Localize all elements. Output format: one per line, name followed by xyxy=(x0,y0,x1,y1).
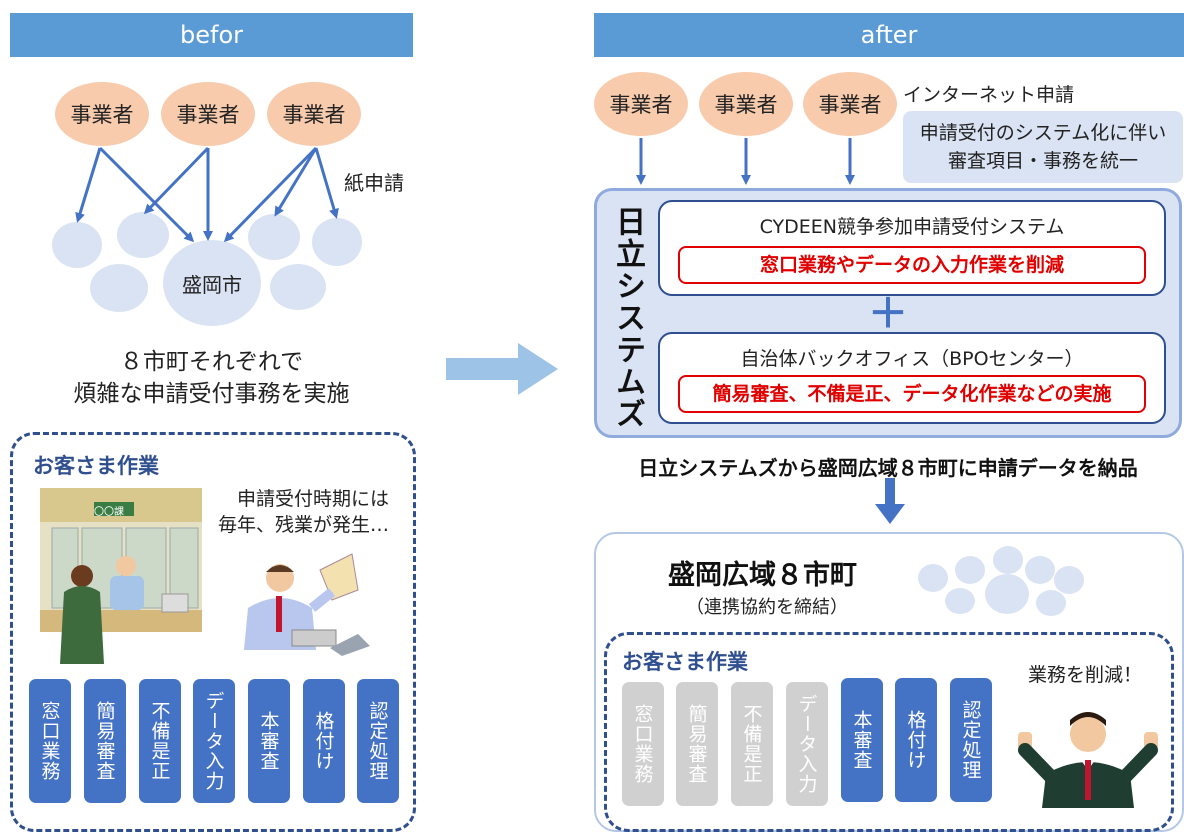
before-task-certification: 認定処理 xyxy=(357,679,399,803)
morioka-region-title: 盛岡広域８市町 xyxy=(668,560,857,591)
before-task-rating: 格付け xyxy=(303,679,345,803)
before-task-simple-review: 簡易審査 xyxy=(84,679,126,803)
after-task-counter: 窓口業務 xyxy=(622,682,664,806)
cydeen-system-benefit: 窓口業務やデータの入力作業を削減 xyxy=(678,246,1146,284)
morioka-region-subtitle: （連携協約を締結） xyxy=(686,597,848,618)
municipality-circle xyxy=(945,588,975,614)
before-task-data-entry: データ入力 xyxy=(193,679,235,803)
municipality-circle xyxy=(1054,566,1084,594)
business-oval: 事業者 xyxy=(594,72,688,136)
hitachi-systems-vertical-label: 日立システムズ xyxy=(610,206,645,430)
municipality-circle xyxy=(993,546,1023,574)
after-task-data-entry: データ入力 xyxy=(786,682,828,806)
paper-application-arrows xyxy=(75,146,339,243)
before-customer-work-title: お客さま作業 xyxy=(33,454,159,478)
municipality-circle xyxy=(117,212,169,258)
morioka-label: 盛岡市 xyxy=(182,272,242,297)
municipality-circle xyxy=(1036,590,1066,616)
municipality-circle xyxy=(90,264,148,312)
after-header: after xyxy=(594,13,1184,57)
municipality-circle xyxy=(52,222,102,268)
counter-sign: 〇〇課 xyxy=(94,507,124,518)
cydeen-system-title: CYDEEN競争参加申請受付システム xyxy=(759,216,1065,238)
morioka-circle: 盛岡市 xyxy=(163,240,261,326)
cydeen-system-box xyxy=(658,200,1166,296)
business-oval: 事業者 xyxy=(699,72,793,136)
cheering-businessman-illustration xyxy=(1018,712,1158,808)
before-caption-line1: ８市町それぞれで xyxy=(119,349,304,375)
internet-application-label: インターネット申請 xyxy=(903,84,1075,106)
delivery-arrow-icon xyxy=(875,478,905,524)
before-task-defect-fix: 不備是正 xyxy=(139,679,181,803)
overtime-note-line1: 申請受付時期には xyxy=(236,488,389,510)
unification-note: 申請受付のシステム化に伴い 審査項目・事務を統一 xyxy=(903,111,1183,183)
after-task-rating: 格付け xyxy=(895,678,937,802)
bpo-center-title: 自治体バックオフィス（BPOセンター） xyxy=(740,348,1084,370)
bpo-center-box xyxy=(658,332,1166,424)
bpo-center-benefit: 簡易審査、不備是正、データ化作業などの実施 xyxy=(678,375,1146,413)
before-caption-line2: 煩雑な申請受付事務を実施 xyxy=(73,381,350,407)
transition-arrow-icon xyxy=(446,343,558,395)
paper-application-label: 紙申請 xyxy=(344,171,404,195)
before-task-main-review: 本審査 xyxy=(248,679,290,803)
workload-reduced-label: 業務を削減！ xyxy=(1028,664,1143,686)
plus-icon: ＋ xyxy=(868,291,908,337)
after-task-simple-review: 簡易審査 xyxy=(676,682,718,806)
unification-note-line1: 申請受付のシステム化に伴い xyxy=(919,122,1167,144)
municipality-circle xyxy=(270,264,326,310)
business-oval: 事業者 xyxy=(803,72,897,136)
business-oval: 事業者 xyxy=(267,82,361,146)
municipality-circle xyxy=(1025,556,1055,584)
after-task-certification: 認定処理 xyxy=(950,678,992,802)
municipality-circle xyxy=(955,556,985,584)
business-oval: 事業者 xyxy=(55,82,149,146)
municipality-circle xyxy=(918,564,948,592)
overtime-note-line2: 毎年、残業が発生… xyxy=(217,514,389,536)
municipality-circle xyxy=(312,218,362,266)
overtime-note: 申請受付時期には 毎年、残業が発生… xyxy=(217,486,389,538)
internet-application-arrows xyxy=(636,138,855,185)
business-oval: 事業者 xyxy=(161,82,255,146)
after-task-defect-fix: 不備是正 xyxy=(731,682,773,806)
after-customer-work-title: お客さま作業 xyxy=(622,650,748,674)
unification-note-line2: 審査項目・事務を統一 xyxy=(947,150,1138,172)
municipality-circle xyxy=(985,574,1029,614)
before-task-counter: 窓口業務 xyxy=(29,679,71,803)
municipality-circle xyxy=(248,214,300,260)
before-header: befor xyxy=(10,13,413,57)
reception-counter-illustration xyxy=(40,488,202,664)
before-caption: ８市町それぞれで 煩雑な申請受付事務を実施 xyxy=(10,346,413,410)
after-task-main-review: 本審査 xyxy=(841,678,883,802)
delivery-statement: 日立システムズから盛岡広域８市町に申請データを納品 xyxy=(638,456,1138,480)
busy-worker-illustration xyxy=(244,553,370,656)
